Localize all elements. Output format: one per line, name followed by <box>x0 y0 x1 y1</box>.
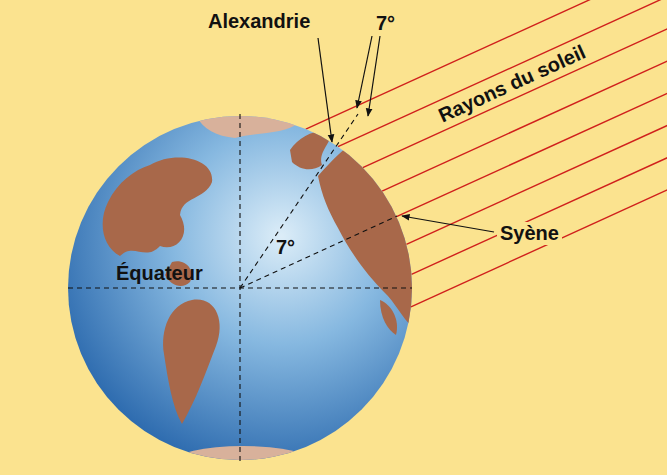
place-label: Syène <box>497 222 562 245</box>
rays-label: Rayons du soleil <box>432 39 592 128</box>
continents <box>103 110 420 475</box>
place-label: Alexandrie <box>208 10 310 33</box>
leader-lines <box>318 36 494 232</box>
sun-ray <box>406 120 667 245</box>
angle-label: 7° <box>376 12 395 35</box>
angle-label: 7° <box>276 236 295 259</box>
equator-label: Équateur <box>116 262 203 285</box>
construction-lines <box>68 114 412 462</box>
sun-ray <box>338 0 667 147</box>
sun-ray <box>411 184 667 307</box>
sun-ray <box>411 152 667 274</box>
sun-ray <box>306 0 667 129</box>
